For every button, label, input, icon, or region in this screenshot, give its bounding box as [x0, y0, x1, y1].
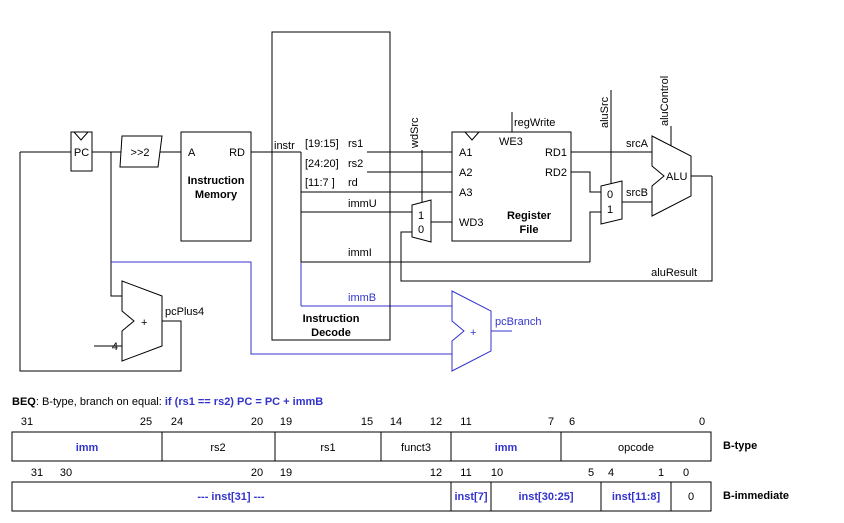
field-cell: inst[11:8] — [612, 491, 661, 503]
regfile-a1: A1 — [459, 147, 472, 159]
wires — [19, 90, 713, 372]
field-cell: inst[7] — [455, 491, 488, 503]
regfile-a3: A3 — [459, 187, 472, 199]
adder2-plus: + — [470, 327, 476, 339]
bit-label: 11 — [460, 467, 471, 479]
field-11-7: [11:7 ] — [305, 177, 335, 189]
btype-encoding: 31 25 24 20 19 15 14 12 11 7 6 0 imm rs2… — [11, 416, 757, 462]
bit-label: 12 — [430, 467, 442, 479]
branch-wires — [111, 261, 512, 355]
regfile-rd2: RD2 — [545, 167, 567, 179]
pcbranch-label: pcBranch — [495, 316, 541, 328]
alu: ALU — [651, 135, 692, 217]
btype-label: B-type — [723, 440, 757, 452]
field-cell: rs2 — [210, 442, 225, 454]
rd-label: rd — [348, 177, 358, 189]
bit-label: 12 — [430, 416, 442, 428]
imem-a-port: A — [188, 147, 196, 159]
pc-register: PC — [70, 131, 93, 172]
bit-label: 24 — [171, 416, 183, 428]
decode-title-line1: Instruction — [303, 313, 360, 325]
bit-label: 15 — [361, 416, 373, 428]
pcplus4-label: pcPlus4 — [165, 306, 204, 318]
bit-label: 20 — [251, 467, 263, 479]
field-cell: opcode — [618, 442, 654, 454]
alucontrol-label: aluControl — [659, 76, 671, 126]
alusrc-label: aluSrc — [599, 96, 611, 128]
caption-rest: : B-type, branch on equal: — [36, 396, 165, 408]
instruction-decode: [19:15] rs1 [24:20] rs2 [11:7 ] rd immU … — [271, 31, 391, 341]
field-cell: rs1 — [320, 442, 335, 454]
mux1-input-0: 0 — [418, 224, 424, 236]
caption-name: BEQ — [12, 396, 36, 408]
instr-label: instr — [274, 140, 295, 152]
pc-plus4-adder: + 4 pcPlus4 — [112, 280, 204, 362]
beq-caption: BEQ: B-type, branch on equal: if (rs1 ==… — [12, 396, 323, 408]
field-cell: inst[30:25] — [518, 491, 573, 503]
immb-label: immB — [348, 292, 376, 304]
srcb-label: srcB — [626, 187, 648, 199]
bit-label: 0 — [683, 467, 689, 479]
field-19-15: [19:15] — [305, 138, 339, 150]
bimm-encoding: 31 30 20 19 12 11 10 5 4 1 0 --- inst[31… — [11, 467, 789, 512]
field-cell: imm — [76, 442, 99, 454]
srca-label: srcA — [626, 138, 649, 150]
mux2-input-1: 1 — [607, 204, 613, 216]
shift-label: >>2 — [131, 147, 150, 159]
decode-title-line2: Decode — [311, 327, 351, 339]
bit-label: 31 — [21, 416, 33, 428]
bit-label: 19 — [280, 416, 292, 428]
regfile-title-line1: Register — [507, 210, 552, 222]
const-four: 4 — [112, 341, 118, 353]
bit-label: 31 — [31, 467, 43, 479]
regfile-a2: A2 — [459, 167, 472, 179]
field-cell: funct3 — [401, 442, 431, 454]
regfile-rd1: RD1 — [545, 147, 567, 159]
bit-label: 25 — [140, 416, 152, 428]
immu-label: immU — [348, 198, 377, 210]
mux1-input-1: 1 — [418, 210, 424, 222]
immi-label: immI — [348, 247, 372, 259]
bit-label: 30 — [60, 467, 72, 479]
adder1-plus: + — [141, 317, 147, 329]
regfile-we3: WE3 — [499, 136, 523, 148]
bimm-label: B-immediate — [723, 490, 789, 502]
wd-mux: 1 0 — [411, 199, 432, 243]
instruction-memory: A RD Instruction Memory — [180, 131, 252, 242]
aluresult-label: aluResult — [651, 267, 697, 279]
rs2-label: rs2 — [348, 158, 363, 170]
imem-title-line2: Memory — [195, 189, 238, 201]
field-cell: --- inst[31] --- — [197, 491, 265, 503]
caption-expression: if (rs1 == rs2) PC = PC + immB — [165, 396, 323, 408]
field-cell: 0 — [688, 491, 694, 503]
bit-label: 19 — [280, 467, 292, 479]
bit-label: 4 — [608, 467, 614, 479]
rs1-label: rs1 — [348, 138, 363, 150]
bit-label: 20 — [251, 416, 263, 428]
bit-label: 10 — [491, 467, 503, 479]
bit-label: 0 — [699, 416, 705, 428]
regfile-wd3: WD3 — [459, 217, 483, 229]
field-24-20: [24:20] — [305, 158, 339, 170]
bit-label: 7 — [548, 416, 554, 428]
alu-label: ALU — [666, 171, 687, 183]
mux2-input-0: 0 — [607, 189, 613, 201]
imem-title-line1: Instruction — [188, 175, 245, 187]
alusrc-mux: 0 1 — [600, 180, 623, 225]
regwrite-label: regWrite — [514, 117, 555, 129]
shifter: >>2 — [119, 135, 163, 168]
wdsrc-label: wdSrc — [409, 117, 421, 149]
bit-label: 6 — [569, 416, 575, 428]
bit-label: 14 — [390, 416, 402, 428]
imem-rd-port: RD — [229, 147, 245, 159]
bit-label: 5 — [588, 467, 594, 479]
pc-label: PC — [74, 147, 89, 159]
bit-label: 11 — [460, 416, 471, 428]
pc-branch-adder: + pcBranch — [451, 290, 541, 372]
register-file: WE3 A1 A2 A3 WD3 RD1 RD2 Register File — [451, 131, 572, 242]
regfile-title-line2: File — [520, 224, 539, 236]
field-cell: imm — [495, 442, 518, 454]
bit-label: 1 — [658, 467, 664, 479]
